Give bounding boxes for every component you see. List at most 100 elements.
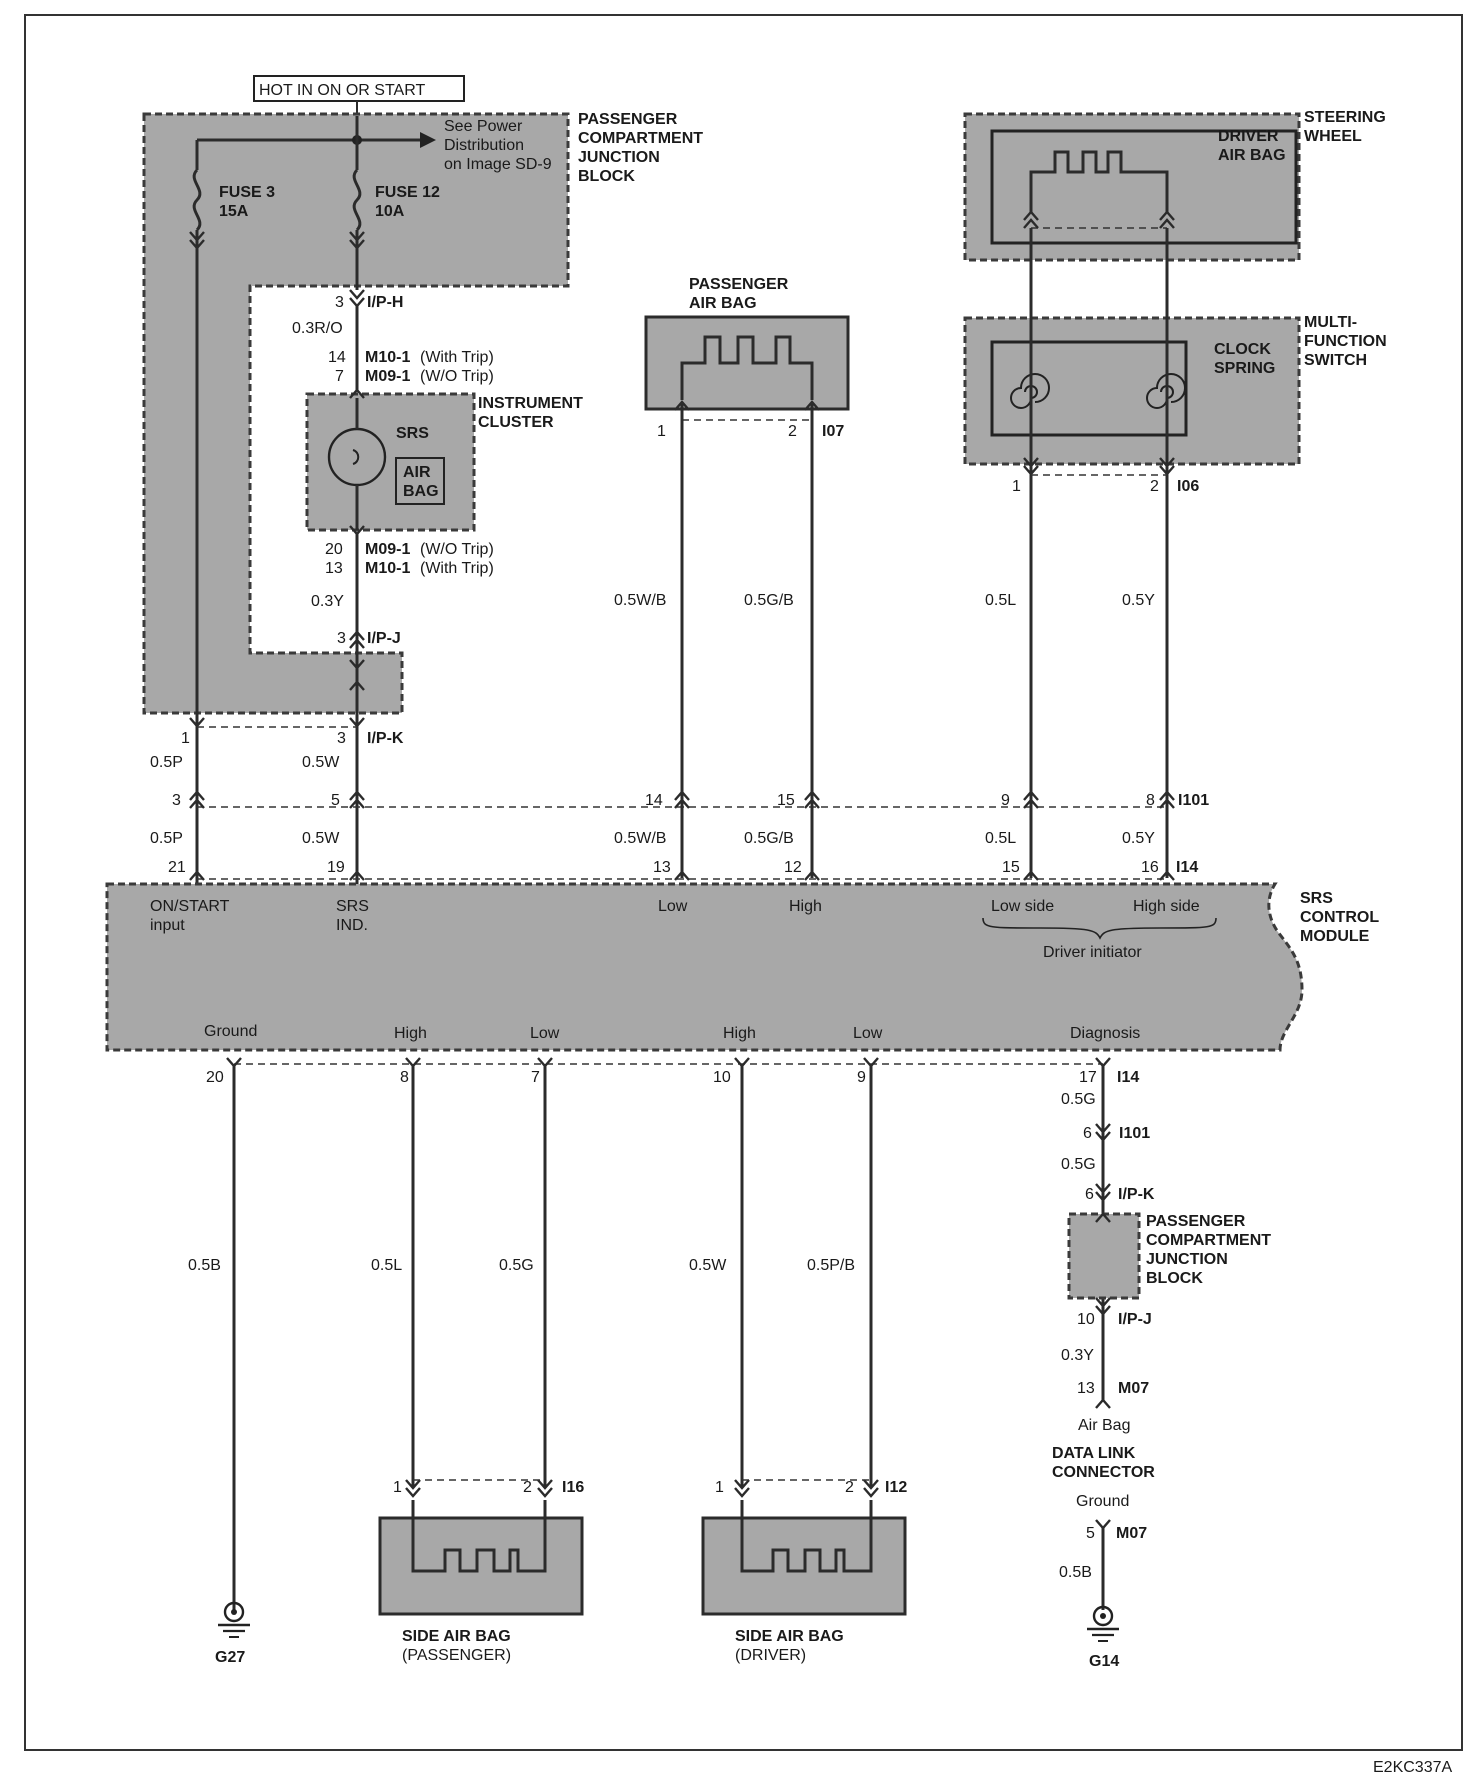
airbag-indicator-box — [395, 457, 445, 505]
wire-0-5w-2: 0.5W — [302, 830, 340, 847]
srs-ind-2: IND. — [336, 917, 368, 934]
steering-wheel-name-2: WHEEL — [1304, 128, 1362, 145]
diag-ipk-conn: I/P-K — [1118, 1186, 1155, 1203]
ipj-pin: 3 — [337, 630, 346, 647]
multi-function-name-2: FUNCTION — [1304, 333, 1387, 350]
instrument-cluster-box — [305, 392, 476, 532]
passenger-airbag-box — [644, 315, 850, 411]
side-airbag-passenger-squib-icon — [411, 1500, 547, 1573]
ii01-pin-left: 3 — [172, 792, 181, 809]
mod-pin-7: 7 — [531, 1069, 540, 1086]
wire-0-5b-ground: 0.5B — [188, 1257, 221, 1274]
driver-airbag-name-1: DRIVER — [1218, 128, 1279, 145]
dlc-m07-pin: 5 — [1086, 1525, 1095, 1542]
dlc-name-1: DATA LINK — [1052, 1445, 1136, 1462]
side-airbag-passenger-box — [378, 1516, 584, 1616]
clock-spring-coil-right-icon — [1146, 373, 1186, 409]
mod-pin-12: 12 — [784, 859, 802, 876]
dlc-m07-conn: M07 — [1116, 1525, 1147, 1542]
wire-0-5p-1: 0.5P — [150, 754, 183, 771]
ground-g27-icon — [218, 1601, 250, 1638]
wire-0-3y-cluster: 0.3Y — [311, 593, 344, 610]
airbag-indicator-line-2: BAG — [403, 483, 439, 500]
ipk-conn: I/P-K — [367, 730, 404, 747]
side-airbag-passenger-sub: (PASSENGER) — [402, 1647, 511, 1664]
power-dist-note-2: Distribution — [444, 137, 524, 154]
wire-0-5gb-2: 0.5G/B — [744, 830, 794, 847]
dlc-airbag-label: Air Bag — [1078, 1417, 1130, 1434]
on-start-input-1: ON/START — [150, 898, 230, 915]
ipk-pin-left: 1 — [181, 730, 190, 747]
module-low-side-pass: Low — [530, 1025, 560, 1042]
wire-0-5l-1: 0.5L — [985, 592, 1016, 609]
pcjb-top-block — [142, 112, 570, 715]
srs-lamp-label: SRS — [396, 425, 429, 442]
wire-0-5g-diag-2: 0.5G — [1061, 1156, 1096, 1173]
wire-0-5g-diag-1: 0.5G — [1061, 1091, 1096, 1108]
pcjb-top-name-2: COMPARTMENT — [578, 130, 703, 147]
mod-pin-16: 16 — [1141, 859, 1159, 876]
passenger-airbag-name-1: PASSENGER — [689, 276, 789, 293]
diag-m07-pin: 13 — [1077, 1380, 1095, 1397]
module-diagnosis: Diagnosis — [1070, 1025, 1140, 1042]
clock-spring-name-2: SPRING — [1214, 360, 1275, 377]
clock-spring-box — [990, 340, 1188, 437]
mod-pin-17: 17 — [1079, 1069, 1097, 1086]
fuse-12-icon — [352, 168, 362, 232]
pab-conn: I07 — [822, 423, 844, 440]
pcjb-diag-name-1: PASSENGER — [1146, 1213, 1246, 1230]
side-airbag-driver-sub: (DRIVER) — [735, 1647, 806, 1664]
g14-label: G14 — [1089, 1653, 1119, 1670]
multi-function-name-3: SWITCH — [1304, 352, 1367, 369]
pcjb-diag-name-2: COMPARTMENT — [1146, 1232, 1271, 1249]
module-low-side: Low side — [991, 898, 1054, 915]
module-high-side-drv: High — [723, 1025, 756, 1042]
diag-ii01-conn: I101 — [1119, 1125, 1150, 1142]
ground-g14-icon — [1087, 1605, 1119, 1642]
mod-pin-20: 20 — [206, 1069, 224, 1086]
m10-out-note: (With Trip) — [420, 560, 494, 577]
clock-spring-name-1: CLOCK — [1214, 341, 1271, 358]
fuse-12-label: FUSE 12 — [375, 184, 440, 201]
header-label-box — [253, 75, 465, 102]
side-airbag-passenger-name: SIDE AIR BAG — [402, 1628, 511, 1645]
i06-pin1: 1 — [1012, 478, 1021, 495]
wire-0-5p-2: 0.5P — [150, 830, 183, 847]
mod-pin-9: 9 — [857, 1069, 866, 1086]
fuse-3-icon — [192, 168, 202, 232]
module-high-side: High side — [1133, 898, 1200, 915]
fuse-12-rating: 10A — [375, 203, 405, 220]
wire-0-5w-1: 0.5W — [302, 754, 340, 771]
side-airbag-driver-name: SIDE AIR BAG — [735, 1628, 844, 1645]
m09-out-note: (W/O Trip) — [420, 541, 494, 558]
pab-pin2: 2 — [788, 423, 797, 440]
ipk-pin-right: 3 — [337, 730, 346, 747]
iph-conn: I/P-H — [367, 294, 403, 311]
multi-function-name-1: MULTI- — [1304, 314, 1357, 331]
m10-in-conn: M10-1 — [365, 349, 410, 366]
module-low-side-drv: Low — [853, 1025, 883, 1042]
wire-0-5wb-2: 0.5W/B — [614, 830, 666, 847]
m10-in-pin: 14 — [328, 349, 346, 366]
ii01-conn: I101 — [1178, 792, 1209, 809]
m10-out-pin: 13 — [325, 560, 343, 577]
mod-pin-21: 21 — [168, 859, 186, 876]
m09-in-pin: 7 — [335, 368, 344, 385]
i06-conn: I06 — [1177, 478, 1199, 495]
page-frame — [24, 14, 1463, 1751]
ii01-pin-15: 15 — [777, 792, 795, 809]
clock-spring-coil-left-icon — [1010, 373, 1050, 409]
module-low-pab: Low — [658, 898, 688, 915]
m09-in-conn: M09-1 — [365, 368, 410, 385]
pcjb-diag-block — [1067, 1212, 1141, 1300]
mod-pin-10: 10 — [713, 1069, 731, 1086]
mod-pin-13: 13 — [653, 859, 671, 876]
i12-pin1: 1 — [715, 1479, 724, 1496]
pab-pin1: 1 — [657, 423, 666, 440]
g27-label: G27 — [215, 1649, 245, 1666]
pcjb-top-name-3: JUNCTION — [578, 149, 660, 166]
srs-ind-1: SRS — [336, 898, 369, 915]
mod-conn-i14-bottom: I14 — [1117, 1069, 1139, 1086]
module-high-side-pass: High — [394, 1025, 427, 1042]
